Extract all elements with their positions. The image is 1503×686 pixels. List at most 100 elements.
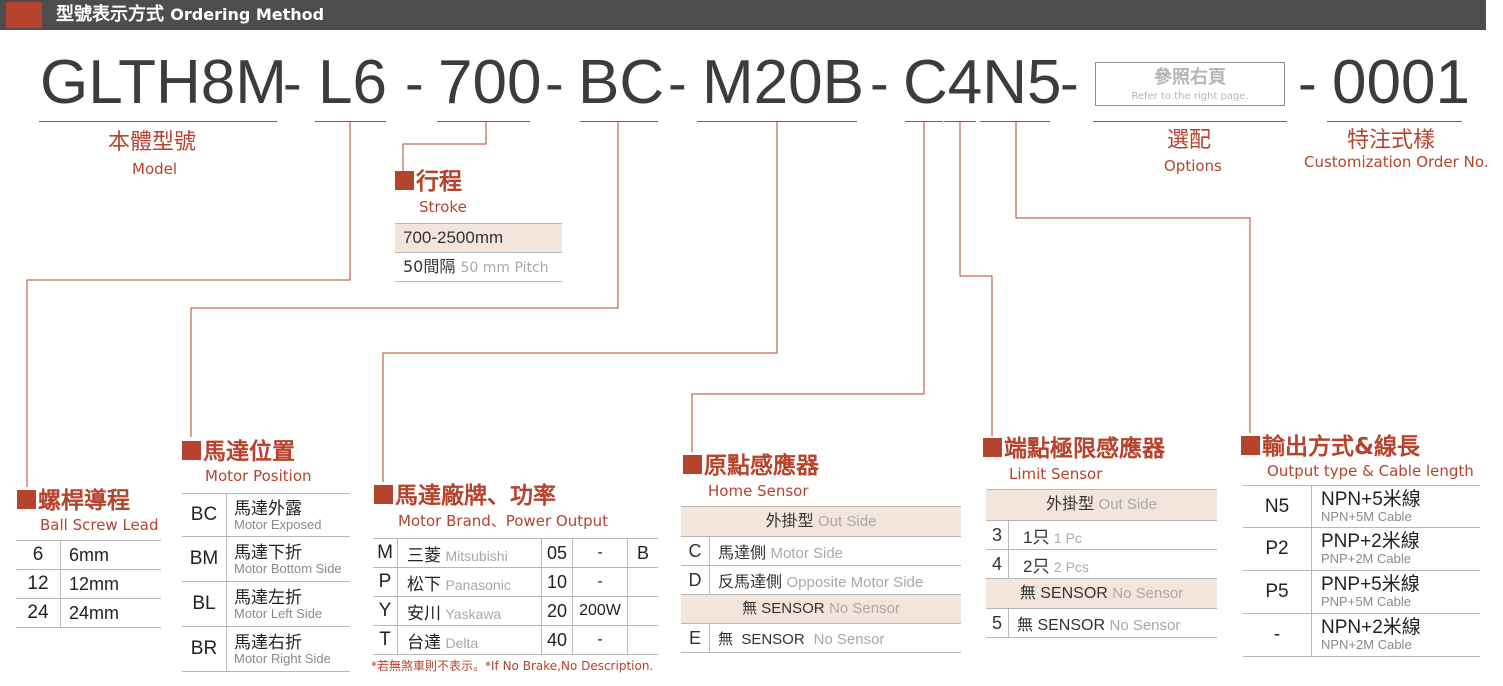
code-custom-number: 0001 <box>1332 48 1470 117</box>
code-dash: - <box>1298 51 1317 114</box>
table-row: Y 安川 Yaskawa 20 200W <box>373 596 658 626</box>
brand-table: M 三菱 Mitsubishi 05 - B P 松下 Panasonic 10… <box>373 538 658 655</box>
limit-title-en: Limit Sensor <box>1009 465 1103 483</box>
stroke-range: 700-2500mm <box>395 224 562 253</box>
stroke-title-zh: 行程 <box>416 169 462 195</box>
lead-value: 6mm <box>60 540 161 570</box>
brand-zh: 台達 <box>407 632 441 652</box>
code-sensor: C4N5 <box>903 48 1062 117</box>
home-group2-en: No Sensor <box>829 600 900 617</box>
power-value: - <box>572 538 628 568</box>
options-ref-zh: 參照右頁 <box>1154 67 1226 88</box>
model-label-en: Model <box>132 160 178 178</box>
home-group-nosensor: 無 SENSOR No Sensor <box>681 595 961 624</box>
table-row: P 松下 Panasonic 10 - <box>373 567 658 597</box>
lead-title: 螺桿導程 <box>17 487 130 515</box>
banner-accent-block <box>6 2 42 28</box>
table-row: 3 1只 1 Pc <box>986 521 1217 550</box>
home-zh: 馬達側 <box>718 545 767 562</box>
output-code: P5 <box>1243 570 1312 614</box>
limit-group1-en: Out Side <box>1098 496 1157 513</box>
lead-code: 6 <box>16 540 61 570</box>
position-zh: 馬達外露 <box>234 498 302 518</box>
home-title: 原點感應器 <box>683 452 819 480</box>
limit-zh: 1只 <box>1023 527 1050 547</box>
limit-code: 5 <box>986 609 1009 637</box>
position-title-zh: 馬達位置 <box>203 439 295 465</box>
limit-table: 外掛型 Out Side 3 1只 1 Pc 4 2只 2 Pcs 無 SENS… <box>986 489 1217 638</box>
stroke-title-en: Stroke <box>419 198 467 216</box>
power-value: - <box>572 625 628 655</box>
lead-value: 12mm <box>60 569 161 599</box>
code-lead: L6 <box>318 48 387 117</box>
banner-title: 型號表示方式 Ordering Method <box>56 4 324 26</box>
code-dash: - <box>1060 51 1079 114</box>
home-title-zh: 原點感應器 <box>704 453 819 479</box>
output-zh: NPN+5米線 <box>1321 488 1421 510</box>
code-motor: M20B <box>702 48 864 117</box>
code-dash: - <box>283 51 302 114</box>
output-zh: PNP+2米線 <box>1321 531 1420 552</box>
limit-group2-en: No Sensor <box>1112 585 1184 602</box>
square-bullet-icon <box>683 455 702 474</box>
brand-en: Panasonic <box>445 576 511 593</box>
options-reference-box: 參照右頁 Refer to the right page. <box>1095 62 1285 106</box>
brake-code <box>627 625 658 655</box>
position-title-en: Motor Position <box>205 467 312 485</box>
brand-code: T <box>373 625 398 655</box>
home-group2-zh: 無 SENSOR <box>742 600 825 617</box>
brand-zh: 安川 <box>407 603 441 623</box>
position-zh: 馬達左折 <box>234 587 302 607</box>
output-en: PNP+5M Cable <box>1321 594 1411 609</box>
brake-footnote: *若無煞車則不表示。*If No Brake,No Description. <box>371 659 654 673</box>
square-bullet-icon <box>374 485 393 504</box>
custom-label-zh: 特注式樣 <box>1347 128 1436 153</box>
lead-code: 12 <box>16 569 61 599</box>
table-row: C 馬達側 Motor Side <box>681 537 961 566</box>
table-row: D 反馬達側 Opposite Motor Side <box>681 566 961 595</box>
code-model: GLTH8M <box>40 48 287 117</box>
brand-en: Yaskawa <box>445 605 502 622</box>
limit-zh: 無 SENSOR <box>1017 617 1106 634</box>
lead-title-en: Ball Screw Lead <box>40 516 159 534</box>
position-zh: 馬達右折 <box>234 632 302 652</box>
table-row: M 三菱 Mitsubishi 05 - B <box>373 538 658 568</box>
output-en: NPN+5M Cable <box>1321 508 1412 524</box>
home-group1-zh: 外掛型 <box>765 513 814 530</box>
power-code: 20 <box>541 596 573 626</box>
output-code: N5 <box>1243 485 1312 528</box>
table-row: T 台達 Delta 40 - <box>373 625 658 655</box>
brand-en: Mitsubishi <box>445 547 508 564</box>
code-stroke: 700 <box>438 48 542 117</box>
code-dash: - <box>405 51 424 114</box>
limit-group-nosensor: 無 SENSOR No Sensor <box>986 579 1217 609</box>
brand-title-en: Motor Brand、Power Output <box>398 512 609 530</box>
limit-code: 3 <box>986 521 1009 549</box>
home-en: Motor Side <box>770 545 844 562</box>
output-en: PNP+2M Cable <box>1321 551 1411 566</box>
power-code: 40 <box>541 625 573 655</box>
code-dash: - <box>545 51 564 114</box>
brake-code: B <box>627 538 658 568</box>
home-en: No Sensor <box>813 630 885 648</box>
home-group1-en: Out Side <box>818 513 877 530</box>
output-en: NPN+2M Cable <box>1321 637 1412 652</box>
table-row: 5 無 SENSOR No Sensor <box>986 609 1217 638</box>
output-title-zh: 輸出方式&線長 <box>1262 434 1421 460</box>
position-code: BR <box>182 626 227 672</box>
square-bullet-icon <box>395 171 414 190</box>
position-en: Motor Right Side <box>234 650 331 666</box>
position-en: Motor Left Side <box>234 605 323 621</box>
limit-group-outside: 外掛型 Out Side <box>986 490 1217 521</box>
underline-sensor-output <box>980 121 1050 122</box>
power-code: 05 <box>541 538 573 568</box>
underline-model <box>39 121 277 122</box>
lead-code: 24 <box>16 598 61 628</box>
options-label-en: Options <box>1164 157 1222 175</box>
